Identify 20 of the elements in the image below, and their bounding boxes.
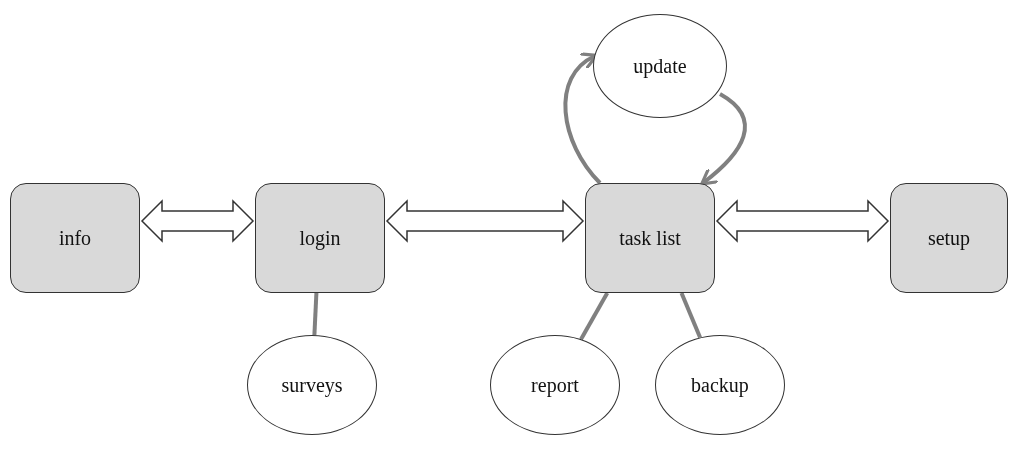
node-label: surveys [281, 373, 343, 397]
process-box [585, 183, 715, 293]
connector-line [679, 292, 702, 339]
process-box [890, 183, 1008, 293]
curved-arrow [700, 92, 747, 186]
node-label: login [299, 226, 341, 250]
double-block-arrow [140, 199, 255, 243]
node-label: report [531, 373, 579, 397]
connector-line [579, 292, 609, 341]
node-label: task list [619, 226, 681, 250]
double-block-arrow [385, 199, 585, 243]
curved-arrow [563, 53, 602, 185]
node-label: backup [691, 373, 749, 397]
node-label: update [633, 54, 687, 78]
double-block-arrow [715, 199, 890, 243]
process-box [255, 183, 385, 293]
process-box [10, 183, 140, 293]
node-label: info [58, 226, 92, 250]
node-label: setup [927, 226, 971, 250]
connector-line [312, 292, 319, 336]
